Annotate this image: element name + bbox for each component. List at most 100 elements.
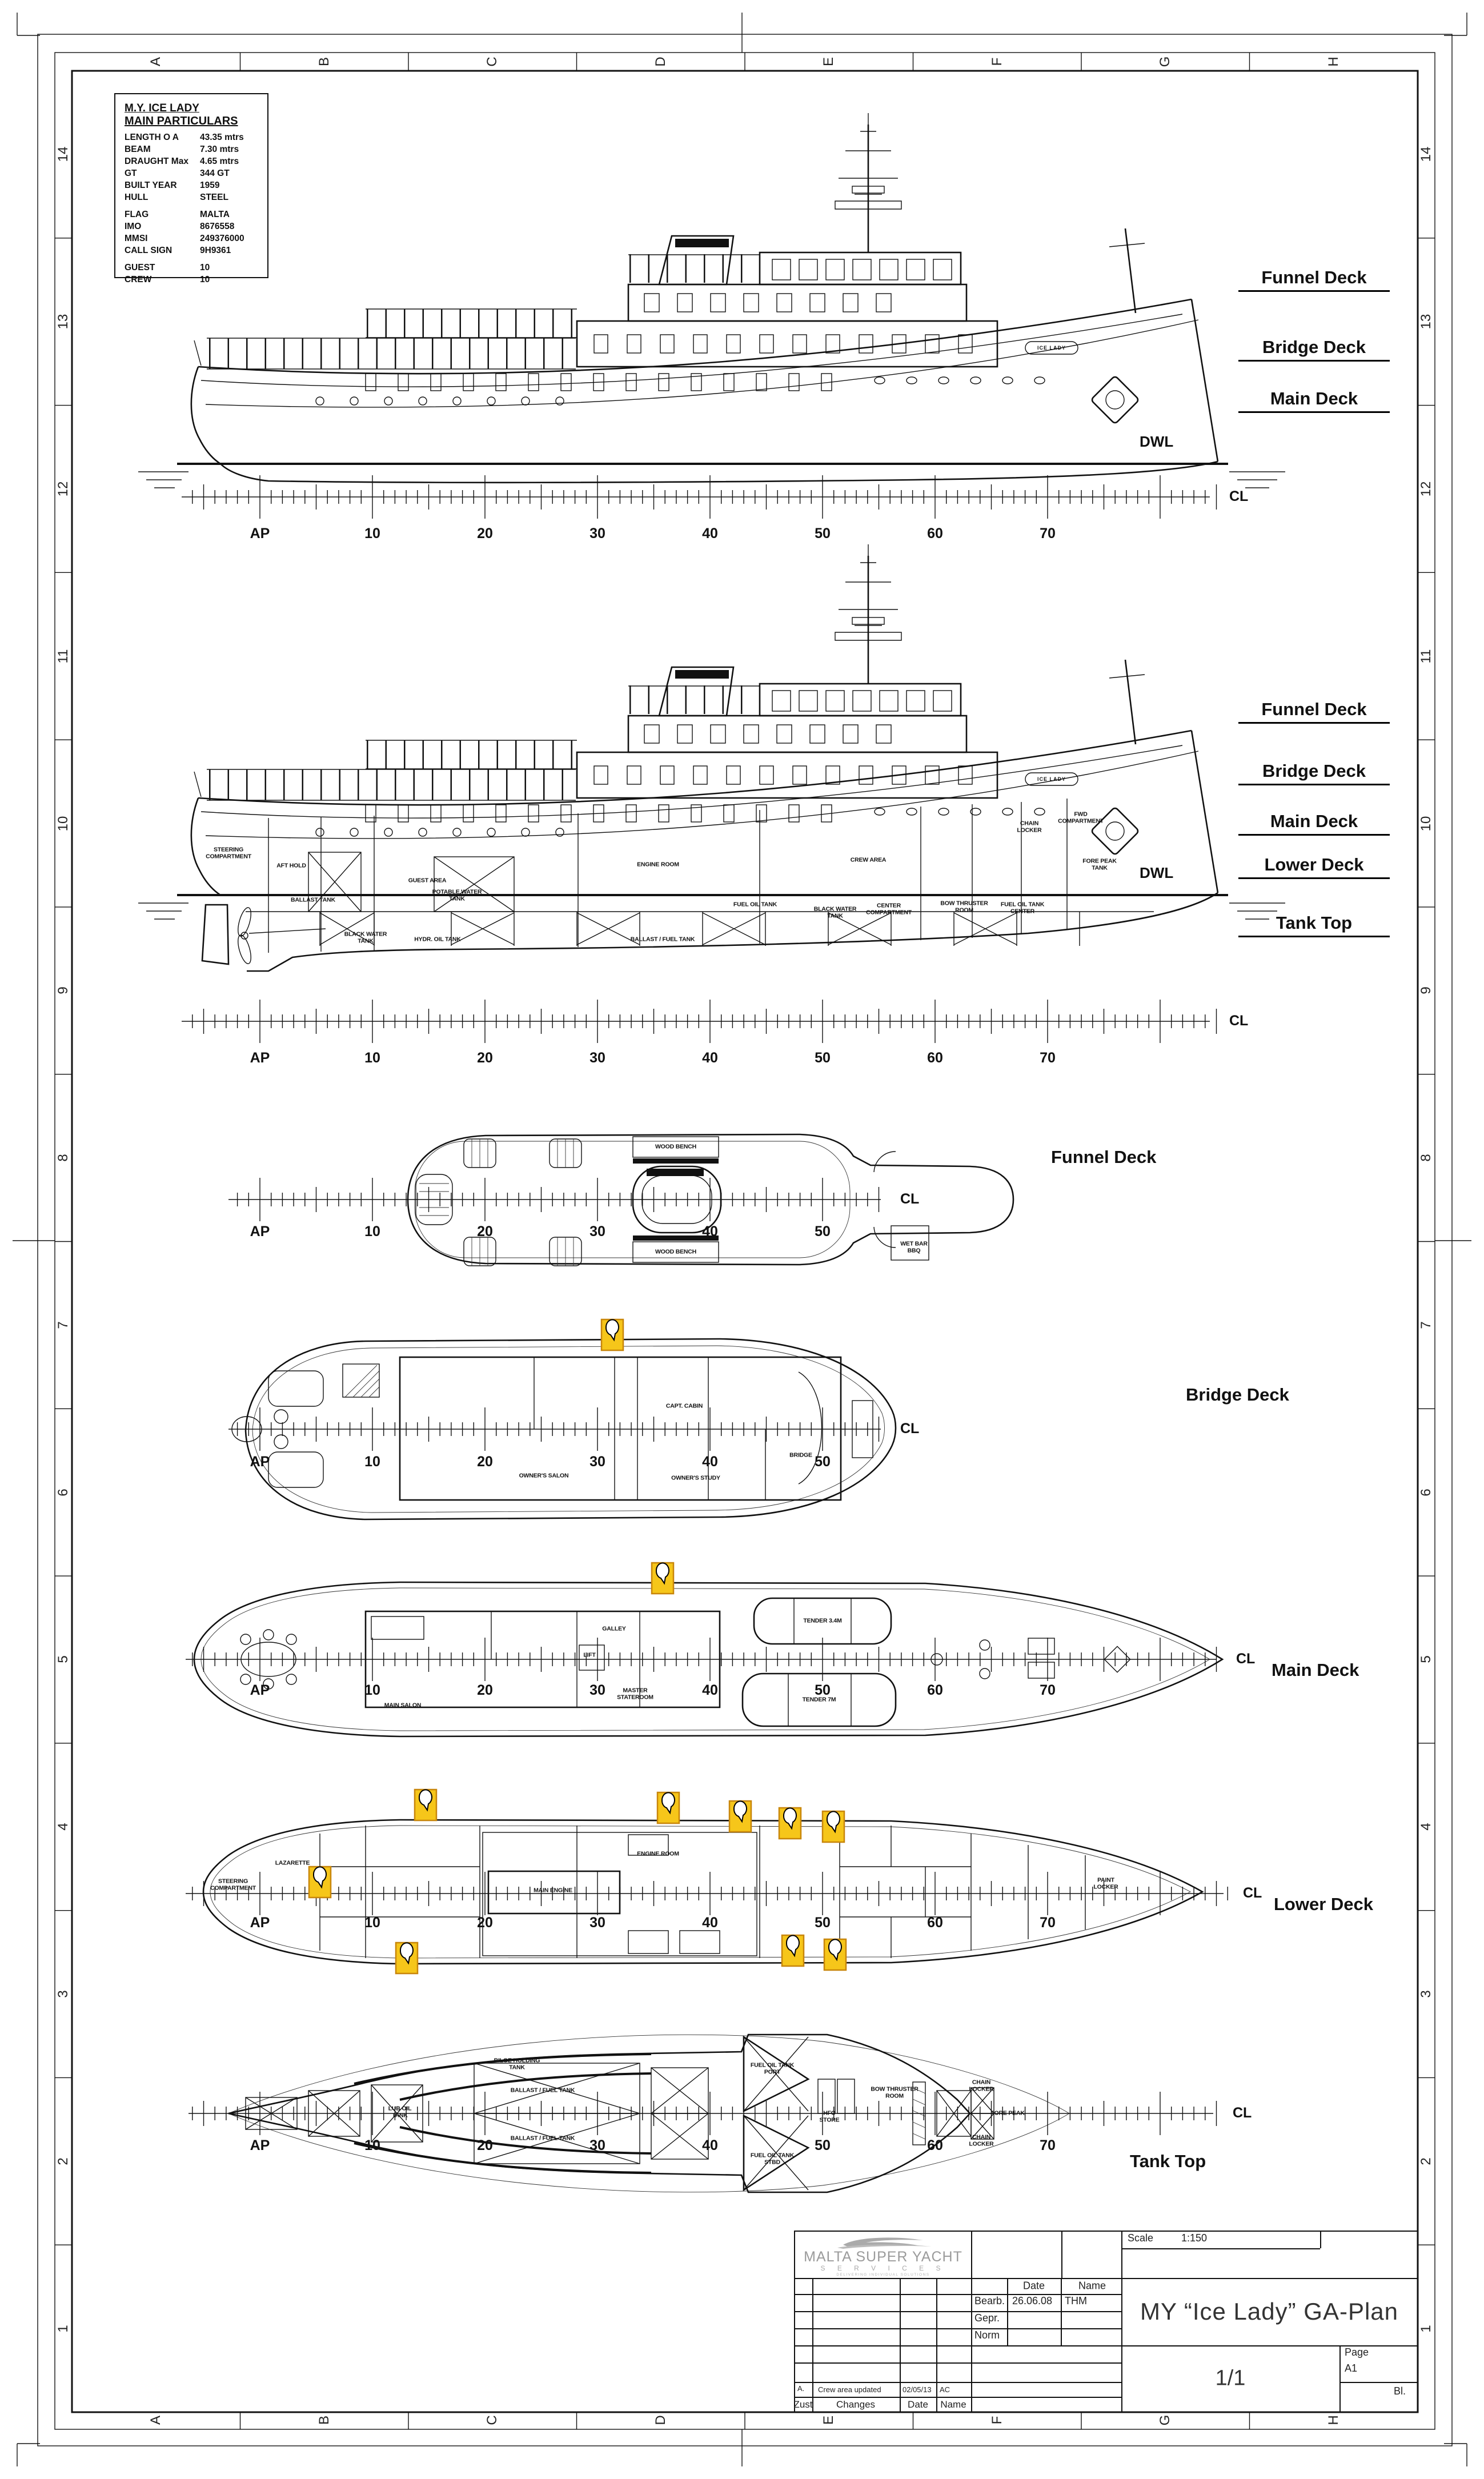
ruler-label: 50 [815,1682,831,1698]
deck-level-label: Funnel Deck [1238,699,1390,724]
grid-letter-top: C [484,57,500,67]
particular-value: 4.65 mtrs [200,157,239,166]
particular-value: 10 [200,263,210,272]
ruler-label: 30 [589,1224,605,1240]
grid-number-right: 14 [1418,147,1434,162]
compartment-label: BRIDGE [789,1451,812,1459]
ruler-label: 20 [477,1050,493,1066]
title-block-line [794,2278,1418,2279]
particular-value: STEEL [200,192,228,202]
particular-value: 8676558 [200,222,235,231]
particular-value: 43.35 mtrs [200,133,244,142]
header-date: Date [1022,2280,1045,2292]
page-label: Page [1345,2346,1369,2358]
particulars-title: MAIN PARTICULARS [125,115,238,127]
ruler-label: 50 [815,2137,831,2153]
grid-letter-bottom: C [484,2415,500,2425]
grid-number-left: 1 [55,2324,71,2333]
plan-view-title: Tank Top [1130,2151,1206,2171]
ruler-label: 20 [477,1915,493,1931]
ruler-label: 70 [1040,526,1056,541]
ruler-label: 70 [1040,1682,1056,1698]
grid-letter-bottom: G [1157,2414,1173,2426]
grid-number-right: 13 [1418,314,1434,330]
ruler-label: 40 [702,1454,718,1470]
compartment-label: ENGINE ROOM [637,861,679,868]
particular-value: 344 GT [200,169,230,178]
grid-letter-top: A [148,57,164,67]
comment-marker-icon [651,1562,675,1595]
grid-number-right: 5 [1418,1655,1434,1664]
grid-number-left: 13 [55,314,71,330]
ruler-label: 10 [364,1050,380,1066]
particular-label: LENGTH O A [125,133,179,142]
title-block-line [794,2328,1121,2329]
title-block-line [1121,2231,1122,2412]
footer-label: Name [940,2399,966,2410]
grid-number-left: 8 [55,1154,71,1162]
ruler-label: 10 [364,1454,380,1470]
bridge-deck-plan [231,1338,897,1521]
ruler-label: 30 [589,1050,605,1066]
company-tagline: DELIVERING INDIVIDUAL SOLUTIONS [836,2273,930,2277]
ruler-label: 20 [477,1682,493,1698]
inboard-profile-view [138,544,1285,972]
header-name: Name [1078,2280,1106,2292]
ruler-label: 50 [815,1454,831,1470]
plan-view-title: Funnel Deck [1051,1147,1157,1167]
compartment-label: POTABLE WATER TANK [432,888,482,902]
title-block-line [1339,2345,1341,2412]
company-name: MALTA SUPER YACHT [804,2249,962,2265]
compartment-label: CHAIN LOCKER [1017,820,1042,833]
compartment-label: FUEL OIL TANK CENTER [1000,901,1045,914]
company-logo: MALTA SUPER YACHT S E R V I C E S DELIVE… [799,2235,968,2277]
compartment-label: LAZARETTE [275,1859,310,1867]
ruler-label: 40 [702,1682,718,1698]
approval-label: Bearb. [974,2295,1005,2306]
ruler-label: 30 [589,2137,605,2153]
grid-number-left: 11 [55,649,71,664]
grid-number-left: 4 [55,1823,71,1831]
particular-label: FLAG [125,210,149,219]
compartment-label: CENTER COMPARTMENT [866,902,912,916]
ruler-label: 70 [1040,1050,1056,1066]
grid-number-left: 12 [55,481,71,497]
ruler-label: 50 [815,1224,831,1240]
grid-number-left: 6 [55,1488,71,1497]
compartment-label: OWNER'S STUDY [671,1474,720,1482]
ruler-label: AP [250,1682,270,1698]
ruler-label: 20 [477,526,493,541]
compartment-label: PAINT LOCKER [1093,1876,1118,1890]
centerline-label: CL [1233,2105,1252,2121]
grid-number-left: 7 [55,1321,71,1329]
compartment-label: MASTER STATEROOM [617,1687,653,1700]
ruler-label: 50 [815,1915,831,1931]
ruler-label: AP [250,526,270,541]
ruler-label: 40 [702,2137,718,2153]
outboard-profile-view [138,113,1285,488]
comment-marker-icon [308,1866,332,1899]
title-block-line [794,2397,1121,2398]
ruler-label: 10 [364,1915,380,1931]
centerline-label: CL [900,1191,920,1207]
company-services: S E R V I C E S [820,2264,946,2272]
grid-number-left: 5 [55,1655,71,1664]
grid-number-left: 2 [55,2157,71,2165]
compartment-label: WOOD BENCH [655,1248,697,1255]
grid-number-right: 8 [1418,1154,1434,1162]
dwl-label: DWL [1140,433,1174,450]
particular-label: CREW [125,275,152,284]
bow-name: ICE LADY [1037,776,1066,782]
grid-letter-top: G [1157,56,1173,67]
grid-number-right: 3 [1418,1990,1434,1998]
grid-number-left: 14 [55,147,71,162]
grid-letter-top: H [1325,57,1341,67]
centerline-label: CL [1236,1651,1256,1667]
scale-value: 1:150 [1181,2232,1208,2244]
comment-marker-icon [600,1318,624,1351]
